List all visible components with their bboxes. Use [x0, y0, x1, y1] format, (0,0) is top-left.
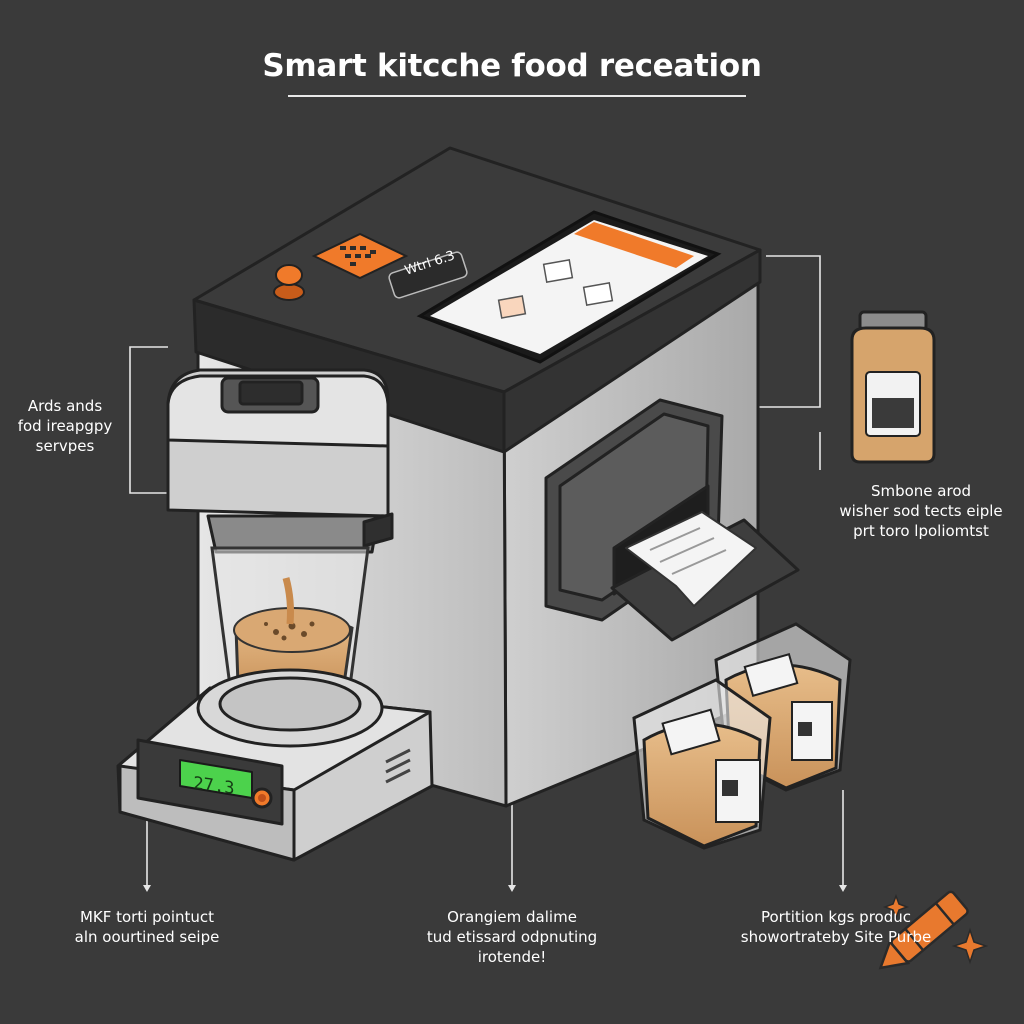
scale-display: 27.3 [136, 738, 284, 826]
caption-printer: Smbone arod wisher sod tects eiple prt t… [839, 482, 1003, 540]
diagram-title: Smart kitcche food receation [262, 48, 762, 84]
dispenser-head [166, 368, 394, 554]
caption-dispenser: Ards ands fod ireapgpy servpes [17, 397, 113, 455]
food-container-front [632, 678, 772, 850]
ingredient-jar [850, 310, 936, 464]
weighing-scale: 27.3 [116, 668, 434, 862]
sparkle-icon [882, 893, 989, 965]
crayon-icon [878, 890, 969, 970]
panel-readout [388, 251, 468, 299]
touchscreen-display [416, 210, 722, 364]
caption-scale: MKF torti pointuct aln oourtined seipe [74, 908, 220, 946]
orange-control-panel [311, 232, 409, 280]
caption-machine: Orangiem dalime tud etissard odpnuting i… [426, 908, 598, 966]
receipt-printer [544, 398, 800, 642]
power-knob-icon [273, 264, 305, 301]
caption-containers: Portition kgs produc showortrateby Site … [740, 908, 932, 946]
printed-receipt [625, 511, 757, 607]
title-underline [288, 95, 746, 97]
